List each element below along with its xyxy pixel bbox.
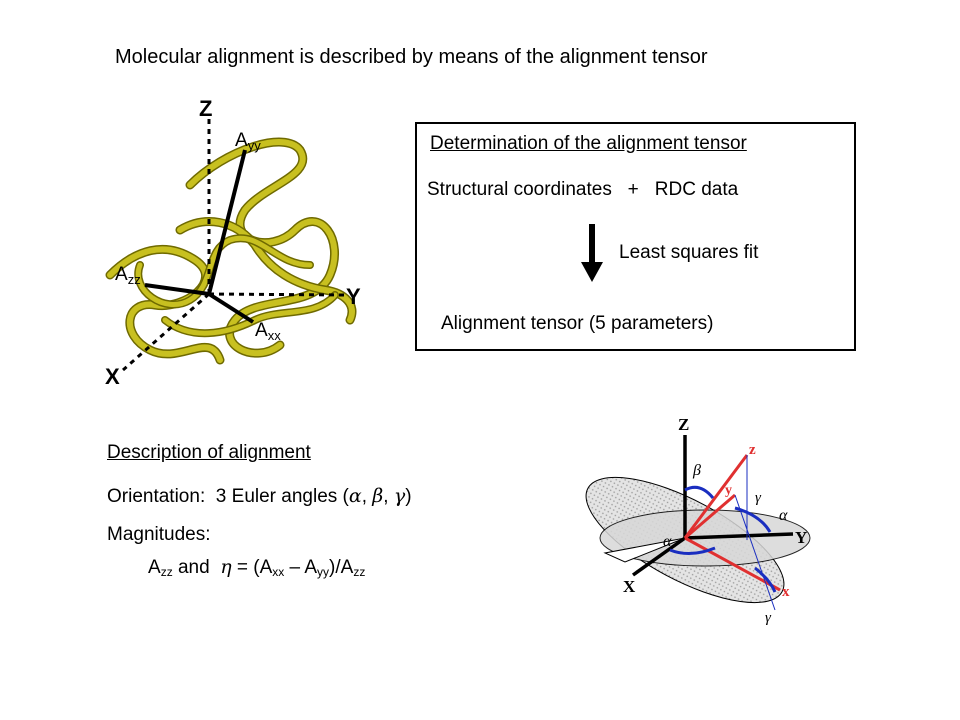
azz-label: Azz: [115, 264, 141, 287]
plus-text: +: [627, 179, 639, 200]
ayy-axis: [207, 149, 247, 295]
least-squares-text: Least squares fit: [619, 242, 759, 263]
orientation-line: Orientation: 3 Euler angles (α, β, γ): [107, 485, 412, 507]
euler-angles-figure: Z Y X z y x β γ α α γ: [585, 415, 811, 626]
magnitudes-label: Magnitudes:: [107, 524, 211, 545]
protein-ribbon: [105, 137, 357, 365]
ayy-label: Ayy: [235, 130, 261, 153]
eta-formula: Azz and η = (Axx – Ayy)/Azz: [148, 556, 366, 579]
rdc-text: RDC data: [654, 179, 739, 200]
svg-text:x: x: [782, 584, 790, 600]
svg-text:γ: γ: [755, 490, 762, 506]
svg-text:α: α: [663, 533, 672, 550]
inputs-line: Structural coordinates + RDC data: [427, 179, 738, 201]
axis-z-label: Z: [199, 96, 212, 121]
svg-text:β: β: [692, 462, 701, 479]
determination-box: [415, 122, 856, 351]
determination-heading: Determination of the alignment tensor: [430, 133, 747, 154]
svg-text:Y: Y: [795, 528, 807, 547]
axx-label: Axx: [255, 320, 281, 343]
result-text: Alignment tensor (5 parameters): [441, 313, 714, 334]
structural-text: Structural coordinates: [427, 179, 612, 200]
axx-axis: [207, 292, 255, 324]
axis-y-label: Y: [346, 284, 361, 309]
down-arrow-icon: [581, 224, 603, 282]
slide-title: Molecular alignment is described by mean…: [115, 46, 708, 68]
svg-text:Z: Z: [678, 415, 689, 434]
protein-tensor-figure: Z Y X Ayy Azz Axx: [105, 96, 361, 389]
description-heading: Description of alignment: [107, 442, 311, 463]
svg-text:y: y: [725, 483, 732, 498]
svg-text:α: α: [779, 507, 788, 524]
axis-x-label: X: [105, 364, 120, 389]
svg-text:X: X: [623, 577, 636, 596]
azz-axis: [144, 283, 210, 296]
svg-text:z: z: [749, 442, 756, 458]
svg-text:γ: γ: [765, 610, 772, 626]
